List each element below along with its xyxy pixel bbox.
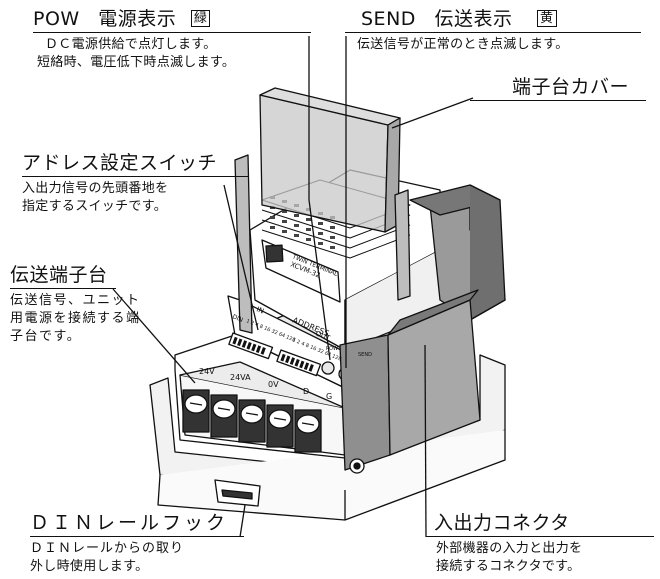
address-switch-desc-2: 指定するスイッチです。 <box>22 199 168 214</box>
leader-pow <box>308 36 331 361</box>
address-switch-desc-1: 入出力信号の先頭番地を <box>22 181 169 196</box>
callout-transmission-terminal: 伝送端子台 伝送信号、ユニット 用電源を接続する端 子台です。 <box>10 264 180 346</box>
send-rule <box>345 32 641 33</box>
pow-color-badge: 緑 <box>190 10 211 27</box>
leader-din <box>239 504 246 538</box>
callout-send: SEND 伝送表示 黄 伝送信号が正常のとき点滅します。 <box>345 8 657 54</box>
terminal-label-24va: 24VA <box>230 373 251 382</box>
pow-title: 電源表示 <box>98 8 177 30</box>
din-label: DIN <box>231 313 244 324</box>
callout-pow: POW 電源表示 緑 ＤＣ電源供給で点灯します。 短絡時、電圧低下時点滅します。 <box>33 8 313 72</box>
terminal-cover-heading: 端子台カバー <box>512 76 630 98</box>
send-title: 伝送表示 <box>434 8 513 30</box>
callout-io-connector: 入出力コネクタ 外部機器の入力と出力を 接続するコネクタです。 <box>426 512 658 576</box>
terminal-label-d: D <box>303 387 309 396</box>
terminal-screws <box>182 389 322 453</box>
din-hook-desc-1: ＤＩＮレールからの取り <box>30 541 185 556</box>
terminal-label-24v: 24V <box>199 367 215 376</box>
transmission-terminal-desc-2: 用電源を接続する端 <box>10 311 141 326</box>
leader-terminal <box>112 288 196 384</box>
transmission-terminal-desc-3: 子台です。 <box>10 329 82 344</box>
address-switch-rule <box>22 176 248 177</box>
din-hook-desc-2: 外し時使用します。 <box>30 559 149 574</box>
send-desc-1: 伝送信号が正常のとき点滅します。 <box>357 37 569 52</box>
io-connector-heading: 入出力コネクタ <box>434 512 570 534</box>
terminal-label-0v: 0V <box>268 380 279 389</box>
pow-desc-2: 短絡時、電圧低下時点滅します。 <box>37 55 236 70</box>
pow-led <box>321 361 335 375</box>
pow-led-label: POW <box>326 346 338 352</box>
callout-din-hook: ＤＩＮレールフック ＤＩＮレールからの取り 外し時使用します。 <box>30 512 260 576</box>
transmission-terminal-desc-1: 伝送信号、ユニット <box>10 293 141 308</box>
pow-name: POW <box>33 8 80 30</box>
callout-address-switch: アドレス設定スイッチ 入出力信号の先頭番地を 指定するスイッチです。 <box>22 152 262 216</box>
in-label: IN <box>255 305 265 315</box>
send-color-badge: 黄 <box>537 10 557 27</box>
leader-io <box>424 344 427 538</box>
leader-cover <box>391 97 474 129</box>
send-heading: SEND 伝送表示 黄 <box>345 8 657 30</box>
leader-address <box>223 184 259 331</box>
io-connector-desc-1: 外部機器の入力と出力を <box>436 541 583 556</box>
callout-terminal-cover: 端子台カバー <box>470 76 646 104</box>
send-led-label: SEND <box>358 352 372 358</box>
din-hook-rule <box>30 536 244 537</box>
io-connector-desc-2: 接続するコネクタです。 <box>436 559 581 574</box>
transmission-terminal-heading: 伝送端子台 <box>10 264 108 286</box>
pow-desc-1: ＤＣ電源供給で点灯します。 <box>45 37 217 52</box>
terminal-cover-rule <box>470 100 646 101</box>
transmission-terminal-rule <box>10 288 116 289</box>
send-name: SEND <box>361 8 416 30</box>
pow-rule <box>33 32 311 33</box>
terminal-label-g: G <box>326 392 332 401</box>
din-hook-heading: ＤＩＮレールフック <box>30 512 229 534</box>
pow-heading: POW 電源表示 緑 <box>33 8 313 30</box>
io-connector-rule <box>426 536 654 537</box>
address-switch-heading: アドレス設定スイッチ <box>22 152 218 174</box>
